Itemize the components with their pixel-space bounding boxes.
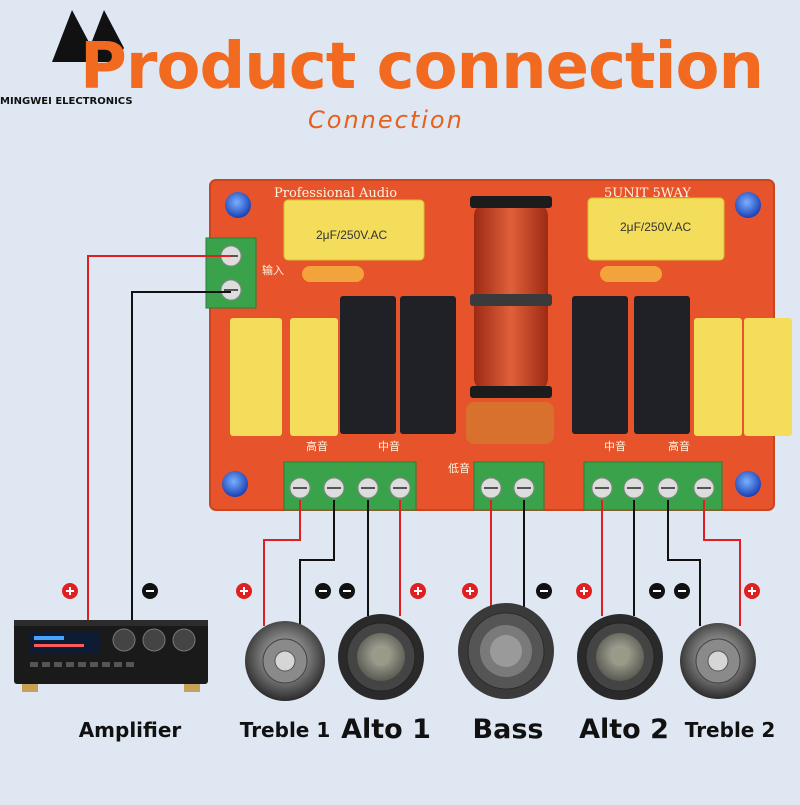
tweeter-icon bbox=[680, 623, 756, 699]
minus-icon bbox=[674, 583, 690, 599]
inductor-coil bbox=[470, 196, 552, 398]
capacitor bbox=[290, 318, 338, 436]
small-capacitor bbox=[302, 266, 364, 282]
alto2-label: Alto 2 bbox=[579, 714, 669, 745]
wire-amp-positive bbox=[87, 255, 231, 622]
capacitor-label-right: 2μF/250V.AC bbox=[620, 220, 692, 234]
capacitor-right bbox=[587, 197, 725, 261]
wire-amp-negative bbox=[131, 291, 231, 622]
resistor-block bbox=[634, 296, 690, 434]
screw-icon bbox=[735, 192, 761, 218]
plus-icon bbox=[462, 583, 478, 599]
amplifier-icon bbox=[14, 620, 208, 692]
capacitor bbox=[694, 318, 742, 436]
alto1-label: Alto 1 bbox=[341, 714, 431, 745]
brand-name: MINGWEI ELECTRONICS bbox=[0, 96, 133, 107]
brand-logo bbox=[52, 10, 124, 62]
screw-icon bbox=[225, 192, 251, 218]
treble-label-right: 高音 bbox=[668, 440, 690, 453]
minus-icon bbox=[649, 583, 665, 599]
terminal-block-left bbox=[283, 461, 417, 511]
page-title: Product connection bbox=[80, 30, 764, 104]
wires bbox=[87, 255, 741, 626]
woofer-icon bbox=[458, 603, 554, 699]
screw-icon bbox=[735, 471, 761, 497]
bass-capacitor bbox=[466, 402, 554, 444]
input-label: 输入 bbox=[262, 264, 284, 277]
minus-icon bbox=[315, 583, 331, 599]
resistor-block bbox=[340, 296, 396, 434]
tweeter-icon bbox=[245, 621, 325, 701]
plus-icon bbox=[236, 583, 252, 599]
treble2-label: Treble 2 bbox=[684, 718, 776, 742]
mid-label-right: 中音 bbox=[604, 440, 626, 453]
polarity-badges bbox=[62, 583, 760, 599]
screw-icon bbox=[222, 471, 248, 497]
plus-icon bbox=[744, 583, 760, 599]
plus-icon bbox=[410, 583, 426, 599]
terminal-block-bass bbox=[473, 461, 545, 511]
capacitor bbox=[230, 318, 282, 436]
small-capacitor bbox=[600, 266, 662, 282]
board-label-right: 5UNIT 5WAY bbox=[604, 186, 691, 201]
midrange-speaker-icon bbox=[577, 614, 663, 700]
resistor-block bbox=[572, 296, 628, 434]
resistor-block bbox=[400, 296, 456, 434]
treble-label-left: 高音 bbox=[306, 440, 328, 453]
terminal-block-right bbox=[583, 461, 723, 511]
midrange-speaker-icon bbox=[338, 614, 424, 700]
bass-label: Bass bbox=[472, 714, 544, 745]
treble1-label: Treble 1 bbox=[239, 718, 331, 742]
plus-icon bbox=[62, 583, 78, 599]
board-label-left: Professional Audio bbox=[274, 186, 398, 201]
minus-icon bbox=[142, 583, 158, 599]
input-terminal bbox=[205, 237, 257, 309]
plus-icon bbox=[576, 583, 592, 599]
capacitor bbox=[744, 318, 792, 436]
capacitor-label-left: 2μF/250V.AC bbox=[316, 228, 388, 242]
mid-label-left: 中音 bbox=[378, 440, 400, 453]
minus-icon bbox=[536, 583, 552, 599]
crossover-board bbox=[205, 179, 792, 511]
bass-label: 低音 bbox=[448, 462, 470, 475]
page-subtitle: Connection bbox=[308, 106, 464, 134]
amplifier-label: Amplifier bbox=[78, 718, 182, 742]
minus-icon bbox=[339, 583, 355, 599]
capacitor-left bbox=[283, 199, 425, 261]
